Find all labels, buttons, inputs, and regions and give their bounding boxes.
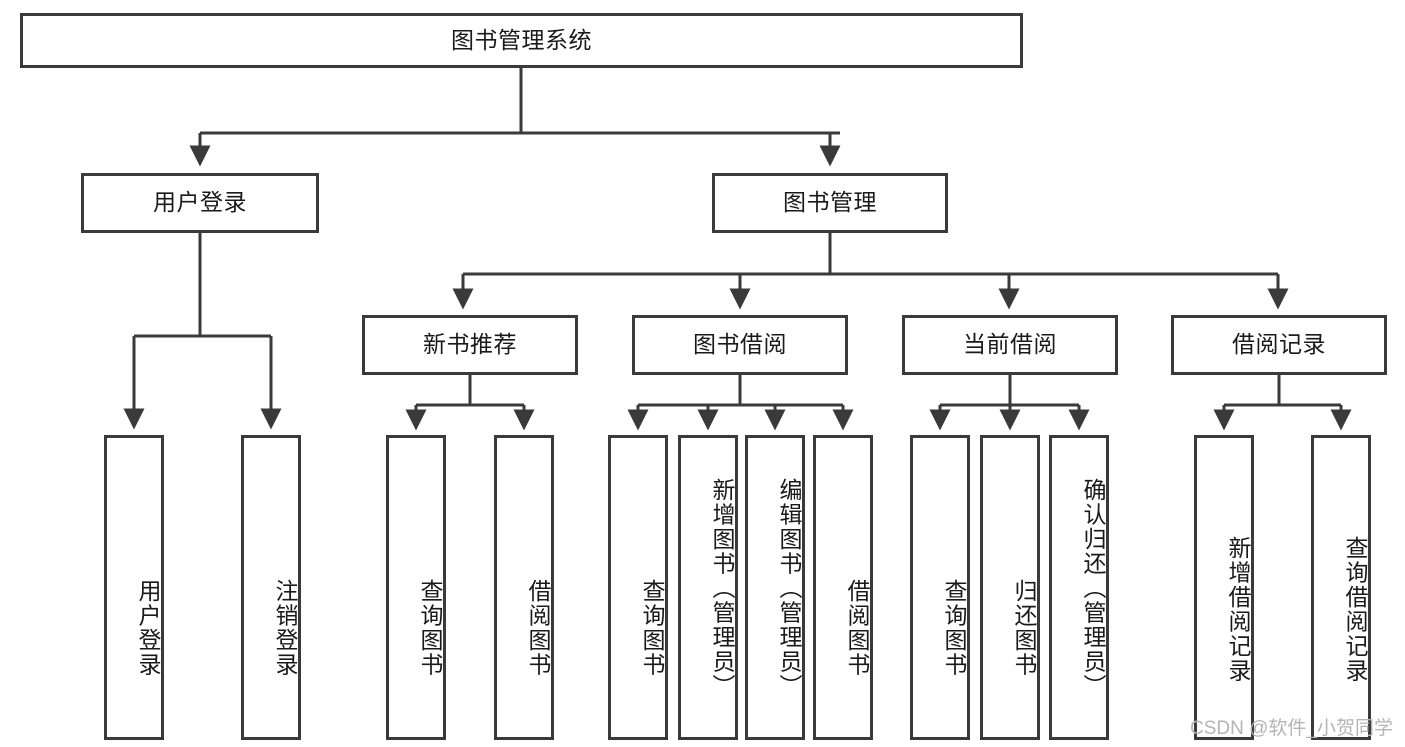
node-label: 归还图书 [1011, 579, 1037, 677]
leaf-user-logout[interactable]: 注销登录 [241, 435, 301, 740]
node-label: 图书借阅 [693, 331, 787, 358]
leaf-borrow-book-recommend[interactable]: 借阅图书 [494, 435, 554, 740]
node-book-borrow[interactable]: 图书借阅 [632, 315, 848, 375]
node-label: 借阅图书 [525, 579, 551, 677]
leaf-return-book[interactable]: 归还图书 [980, 435, 1040, 740]
node-label: 用户登录 [135, 579, 161, 677]
leaf-query-book-borrow[interactable]: 查询图书 [608, 435, 668, 740]
node-user-login[interactable]: 用户登录 [81, 173, 319, 233]
node-label: 查询图书 [417, 579, 443, 677]
leaf-confirm-return[interactable]: 确认归还（管理员） [1049, 435, 1109, 740]
node-label: 当前借阅 [963, 331, 1057, 358]
node-label: 注销登录 [272, 579, 298, 677]
node-label: 查询图书 [941, 579, 967, 677]
leaf-query-book-recommend[interactable]: 查询图书 [386, 435, 446, 740]
node-label: 新增借阅记录 [1225, 536, 1251, 683]
node-label: 查询借阅记录 [1342, 536, 1368, 683]
node-label: 图书管理 [783, 189, 877, 216]
node-label: 编辑图书（管理员） [776, 478, 802, 699]
node-new-book-recommend[interactable]: 新书推荐 [362, 315, 578, 375]
leaf-query-borrow-record[interactable]: 查询借阅记录 [1311, 435, 1371, 740]
node-label: 新增图书（管理员） [709, 478, 735, 699]
leaf-add-borrow-record[interactable]: 新增借阅记录 [1194, 435, 1254, 740]
node-book-management[interactable]: 图书管理 [712, 173, 948, 233]
leaf-query-book-current[interactable]: 查询图书 [910, 435, 970, 740]
node-label: 图书管理系统 [451, 26, 592, 53]
node-label: 新书推荐 [423, 331, 517, 358]
leaf-add-book[interactable]: 新增图书（管理员） [678, 435, 738, 740]
node-label: 借阅记录 [1232, 331, 1326, 358]
csdn-watermark: CSDN @软件_小贺同学 [1190, 718, 1393, 739]
node-label: 借阅图书 [844, 579, 870, 677]
node-label: 确认归还（管理员） [1080, 478, 1106, 699]
node-book-management-system[interactable]: 图书管理系统 [20, 13, 1023, 68]
node-current-borrow[interactable]: 当前借阅 [902, 315, 1118, 375]
node-label: 查询图书 [639, 579, 665, 677]
leaf-edit-book[interactable]: 编辑图书（管理员） [745, 435, 805, 740]
node-borrow-record[interactable]: 借阅记录 [1171, 315, 1387, 375]
leaf-borrow-book-borrow[interactable]: 借阅图书 [813, 435, 873, 740]
leaf-user-login[interactable]: 用户登录 [104, 435, 164, 740]
node-label: 用户登录 [153, 189, 247, 216]
